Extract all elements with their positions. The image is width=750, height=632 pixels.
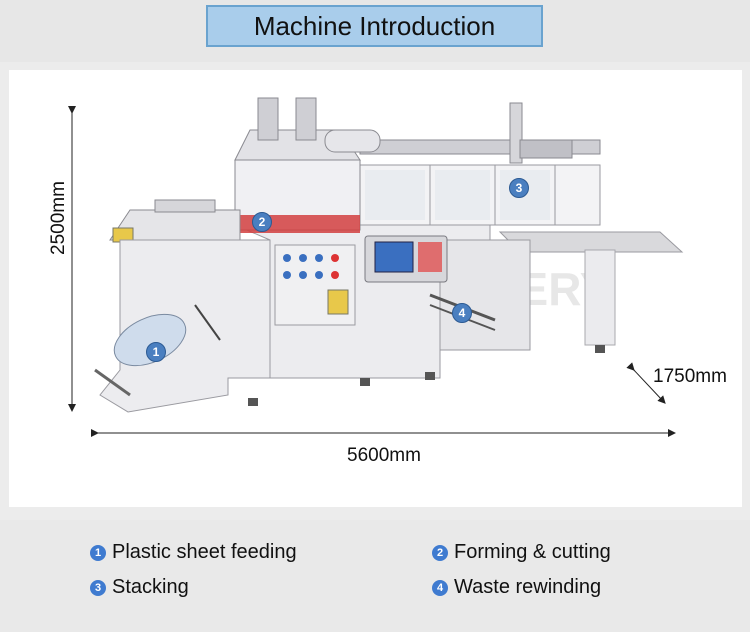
legend-item-plastic-sheet-feeding: 1 Plastic sheet feeding xyxy=(90,541,297,564)
legend-label: Stacking xyxy=(112,576,189,598)
legend-label: Waste rewinding xyxy=(454,576,602,598)
legend-item-waste-rewinding: 4 Waste rewinding xyxy=(432,576,601,599)
legend-label: Forming & cutting xyxy=(454,541,611,563)
legend-number-2: 2 xyxy=(432,544,448,561)
marker-3: 3 xyxy=(509,178,529,198)
legend-item-forming-cutting: 2 Forming & cutting xyxy=(432,541,611,564)
depth-dimension-label: 1750mm xyxy=(653,366,727,387)
marker-2: 2 xyxy=(252,212,272,232)
legend-item-stacking: 3 Stacking xyxy=(90,576,189,599)
height-dimension-label: 2500mm xyxy=(48,181,69,255)
width-dimension-label: 5600mm xyxy=(347,445,421,466)
hmi-screen xyxy=(374,241,414,273)
page-title: Machine Introduction xyxy=(206,5,543,47)
marker-4: 4 xyxy=(452,303,472,323)
depth-dimension-line xyxy=(626,362,666,404)
legend-number-1: 1 xyxy=(90,544,106,561)
legend-number-3: 3 xyxy=(90,579,106,596)
marker-1: 1 xyxy=(146,342,166,362)
legend-number-4: 4 xyxy=(432,579,448,596)
legend-label: Plastic sheet feeding xyxy=(112,541,297,563)
legend-section: 1 Plastic sheet feeding 2 Forming & cutt… xyxy=(0,520,750,632)
title-band: Machine Introduction xyxy=(0,0,750,62)
